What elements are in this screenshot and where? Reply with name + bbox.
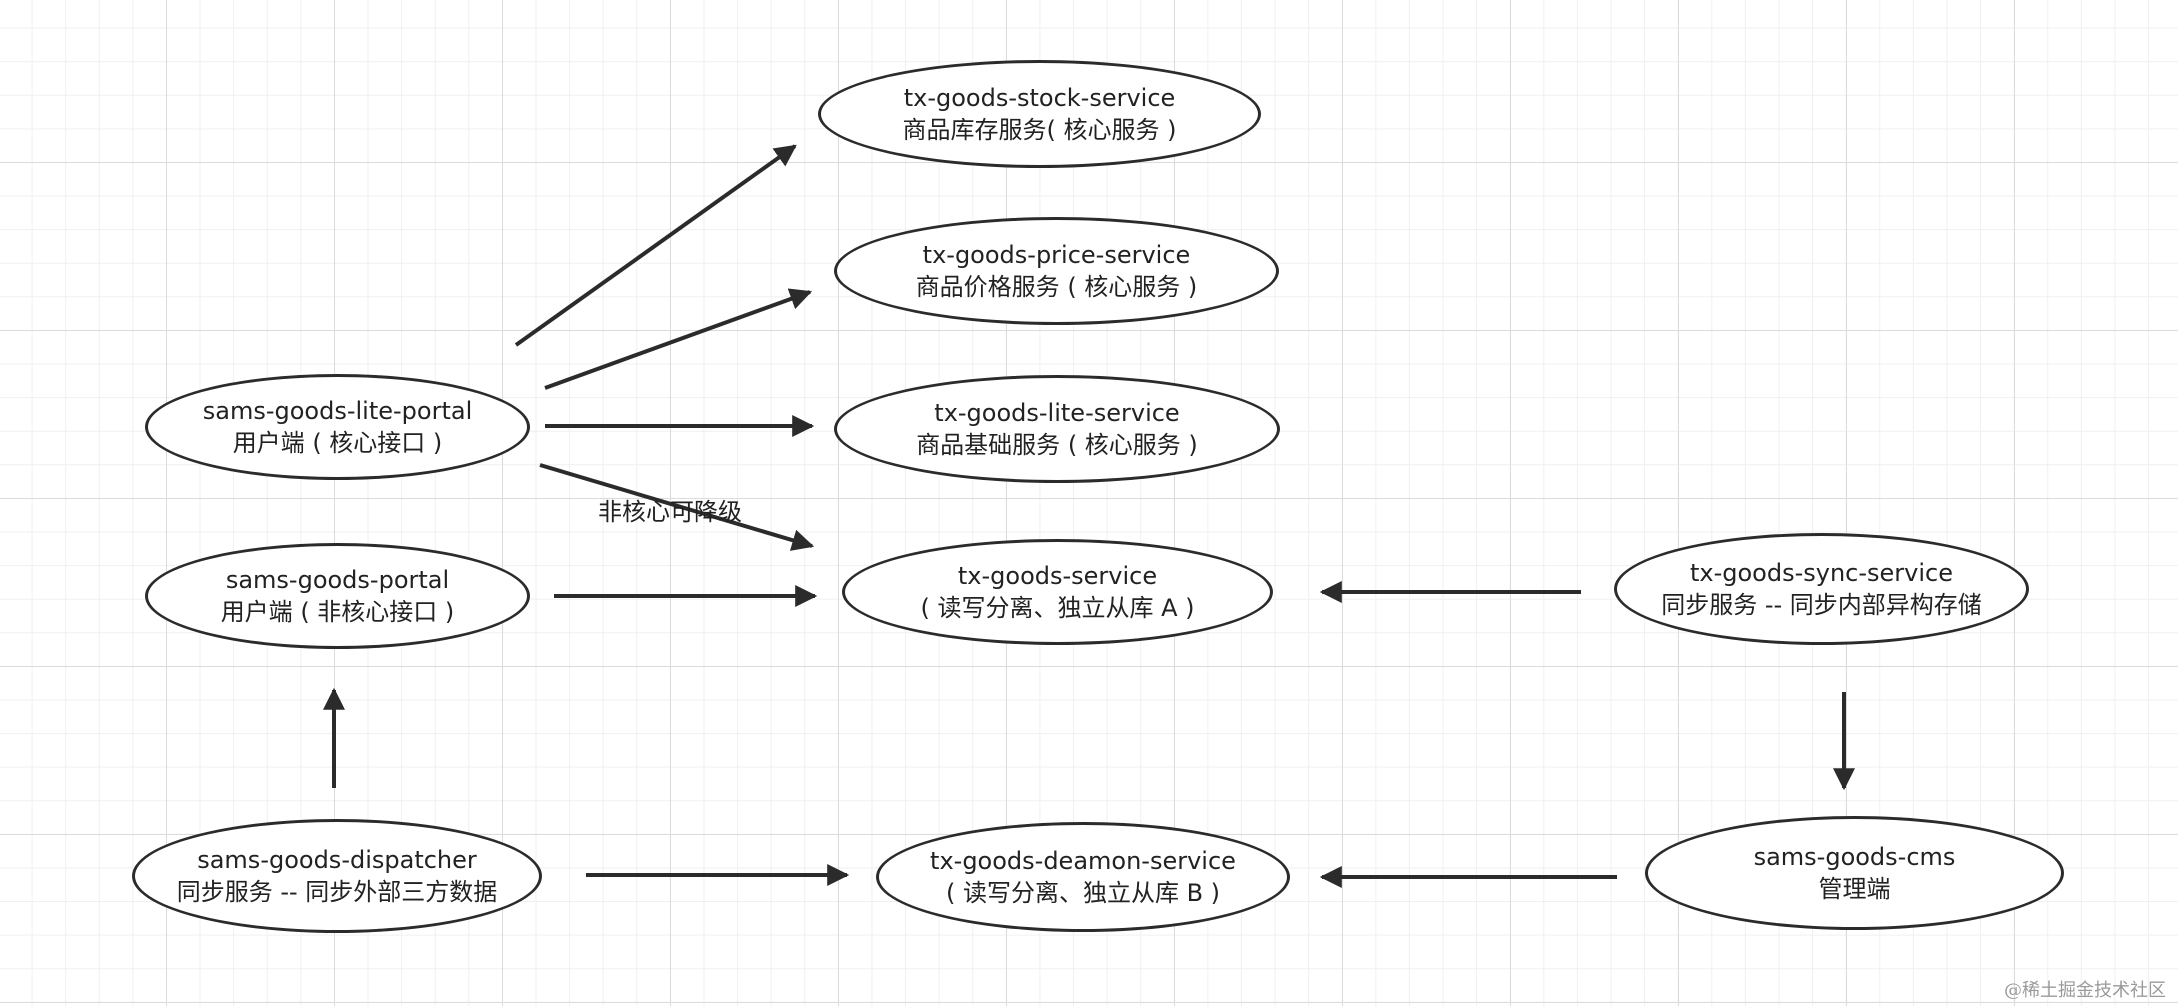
node-desc: 商品基础服务 ( 核心服务 ) — [916, 431, 1198, 459]
edge-lite-portal-to-stock — [514, 144, 797, 347]
node-tx-goods-service: tx-goods-service ( 读写分离、独立从库 A ) — [842, 539, 1273, 645]
edge-label-degradable: 非核心可降级 — [598, 498, 742, 526]
node-tx-goods-lite-service: tx-goods-lite-service 商品基础服务 ( 核心服务 ) — [834, 375, 1280, 483]
node-name: sams-goods-cms — [1753, 843, 1956, 871]
node-desc: 商品价格服务 ( 核心服务 ) — [915, 273, 1198, 301]
watermark-text: @稀土掘金技术社区 — [2004, 980, 2166, 1001]
node-desc: 同步服务 -- 同步外部三方数据 — [176, 878, 498, 906]
node-name: tx-goods-lite-service — [934, 399, 1180, 427]
node-name: tx-goods-deamon-service — [930, 847, 1236, 875]
node-sams-goods-lite-portal: sams-goods-lite-portal 用户端 ( 核心接口 ) — [145, 374, 530, 480]
node-name: sams-goods-portal — [225, 566, 450, 594]
node-name: tx-goods-service — [957, 562, 1158, 590]
node-name: tx-goods-sync-service — [1689, 559, 1953, 587]
node-desc: 用户端 ( 核心接口 ) — [232, 429, 443, 457]
node-desc: 同步服务 -- 同步内部异构存储 — [1661, 591, 1982, 619]
node-name: tx-goods-stock-service — [903, 84, 1176, 112]
node-name: sams-goods-dispatcher — [197, 846, 477, 874]
node-sams-goods-portal: sams-goods-portal 用户端 ( 非核心接口 ) — [145, 543, 530, 649]
node-desc: 商品库存服务( 核心服务 ) — [902, 116, 1177, 144]
edge-lite-portal-to-goods — [539, 463, 815, 551]
node-tx-goods-sync-service: tx-goods-sync-service 同步服务 -- 同步内部异构存储 — [1614, 533, 2029, 645]
node-desc: 管理端 — [1818, 875, 1891, 903]
node-desc: 用户端 ( 非核心接口 ) — [220, 598, 455, 626]
edge-lite-portal-to-price — [544, 288, 813, 390]
node-name: sams-goods-lite-portal — [202, 397, 473, 425]
node-tx-goods-stock-service: tx-goods-stock-service 商品库存服务( 核心服务 ) — [818, 60, 1261, 168]
node-tx-goods-price-service: tx-goods-price-service 商品价格服务 ( 核心服务 ) — [834, 217, 1279, 325]
node-desc: ( 读写分离、独立从库 B ) — [945, 879, 1221, 907]
node-tx-goods-deamon-service: tx-goods-deamon-service ( 读写分离、独立从库 B ) — [876, 822, 1290, 932]
node-sams-goods-cms: sams-goods-cms 管理端 — [1645, 816, 2064, 930]
node-name: tx-goods-price-service — [922, 241, 1191, 269]
node-sams-goods-dispatcher: sams-goods-dispatcher 同步服务 -- 同步外部三方数据 — [132, 819, 542, 933]
node-desc: ( 读写分离、独立从库 A ) — [920, 594, 1195, 622]
